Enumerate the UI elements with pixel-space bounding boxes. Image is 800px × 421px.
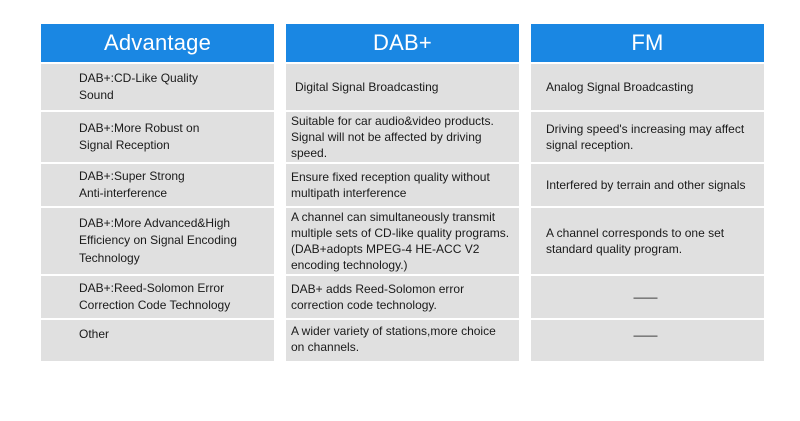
advantage-cell: Other xyxy=(41,320,274,361)
table-row: Other A wider variety of stations,more c… xyxy=(41,320,765,361)
fm-cell: Analog Signal Broadcasting xyxy=(531,64,764,110)
fm-cell: —— xyxy=(531,320,764,361)
fm-cell: —— xyxy=(531,276,764,318)
table-header: Advantage DAB+ FM xyxy=(41,24,765,62)
dab-cell: Suitable for car audio&video products.Si… xyxy=(286,112,519,162)
header-advantage: Advantage xyxy=(41,24,274,62)
fm-cell: Interfered by terrain and other signals xyxy=(531,164,764,206)
header-fm: FM xyxy=(531,24,764,62)
dab-cell: Digital Signal Broadcasting xyxy=(286,64,519,110)
header-dab: DAB+ xyxy=(286,24,519,62)
